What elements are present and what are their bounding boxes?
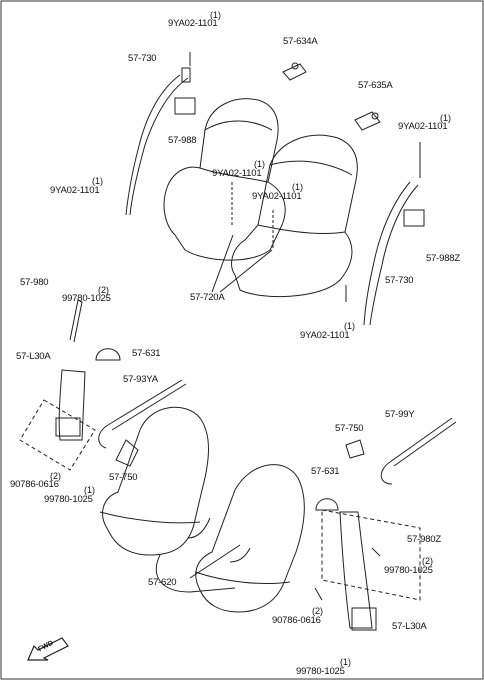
callout-l21: 90786-0616	[10, 479, 59, 490]
qty-l28: (2)	[312, 606, 323, 616]
callout-l9: 9YA02-1101	[252, 191, 302, 202]
part-57-635A	[354, 111, 381, 131]
callout-l1: 9YA02-1101	[168, 18, 218, 29]
belt-57-93YA	[98, 379, 187, 449]
callout-l28: 90786-0616	[272, 615, 321, 626]
upper-right-belt	[345, 142, 425, 326]
belt-57-99Y	[380, 417, 457, 485]
callout-l29: 57-L30A	[392, 621, 427, 632]
callout-l30: 99780-1025	[296, 666, 345, 677]
callout-l27: 57-620	[148, 577, 177, 588]
qty-l21: (2)	[50, 471, 61, 481]
callout-l20: 57-750	[335, 423, 364, 434]
qty-l26: (2)	[422, 556, 433, 566]
upper-seat-right	[231, 134, 358, 297]
callout-l14: 57-980	[20, 277, 49, 288]
callout-l2: 57-634A	[283, 36, 318, 47]
callout-l26: 99780-1025	[384, 565, 433, 576]
part-57-750-right	[345, 439, 365, 459]
callout-l13: 9YA02-1101	[300, 330, 350, 341]
callout-l15: 99780-1025	[62, 293, 111, 304]
callout-l8: 9YA02-1101	[50, 185, 100, 196]
qty-l6: (1)	[440, 113, 451, 123]
lower-seat-right	[194, 464, 305, 613]
qty-l15: (2)	[98, 285, 109, 295]
callout-l25: 57-980Z	[407, 534, 441, 545]
callout-l17: 57-631	[132, 348, 161, 359]
callout-l12: 57-730	[385, 275, 414, 286]
callout-l16: 57-L30A	[16, 351, 51, 362]
part-57-750-left	[115, 439, 139, 467]
part-57-634A	[282, 62, 307, 81]
lower-right-retractor	[314, 509, 421, 631]
callout-l18: 57-93YA	[123, 374, 158, 385]
callout-l19: 57-99Y	[385, 409, 415, 420]
callout-l24: 57-631	[311, 466, 340, 477]
qty-l13: (1)	[344, 321, 355, 331]
callout-l7: 9YA02-1101	[212, 168, 262, 179]
part-57-631-right	[315, 498, 339, 511]
lower-seat-left	[99, 406, 236, 593]
part-57-631-left	[95, 348, 121, 361]
fwd-arrow-icon	[27, 637, 69, 661]
qty-l7: (1)	[254, 159, 265, 169]
qty-l1: (1)	[210, 10, 221, 20]
upper-left-belt	[125, 52, 196, 216]
callout-l22: 99780-1025	[44, 494, 93, 505]
callout-l5: 57-635A	[358, 80, 393, 91]
callout-l6: 9YA02-1101	[398, 121, 448, 132]
callout-l3: 57-730	[128, 53, 157, 64]
callout-l23: 57-750	[109, 472, 138, 483]
upper-seat-left	[163, 98, 286, 261]
lower-left-retractor	[19, 299, 96, 471]
callout-l10: 57-988Z	[426, 253, 460, 264]
guide-upper-left	[174, 97, 196, 115]
qty-l30: (1)	[340, 657, 351, 667]
callout-l11: 57-720A	[190, 292, 225, 303]
callout-l4: 57-988	[168, 135, 197, 146]
qty-l22: (1)	[84, 485, 95, 495]
qty-l8: (1)	[92, 176, 103, 186]
qty-l9: (1)	[292, 182, 303, 192]
